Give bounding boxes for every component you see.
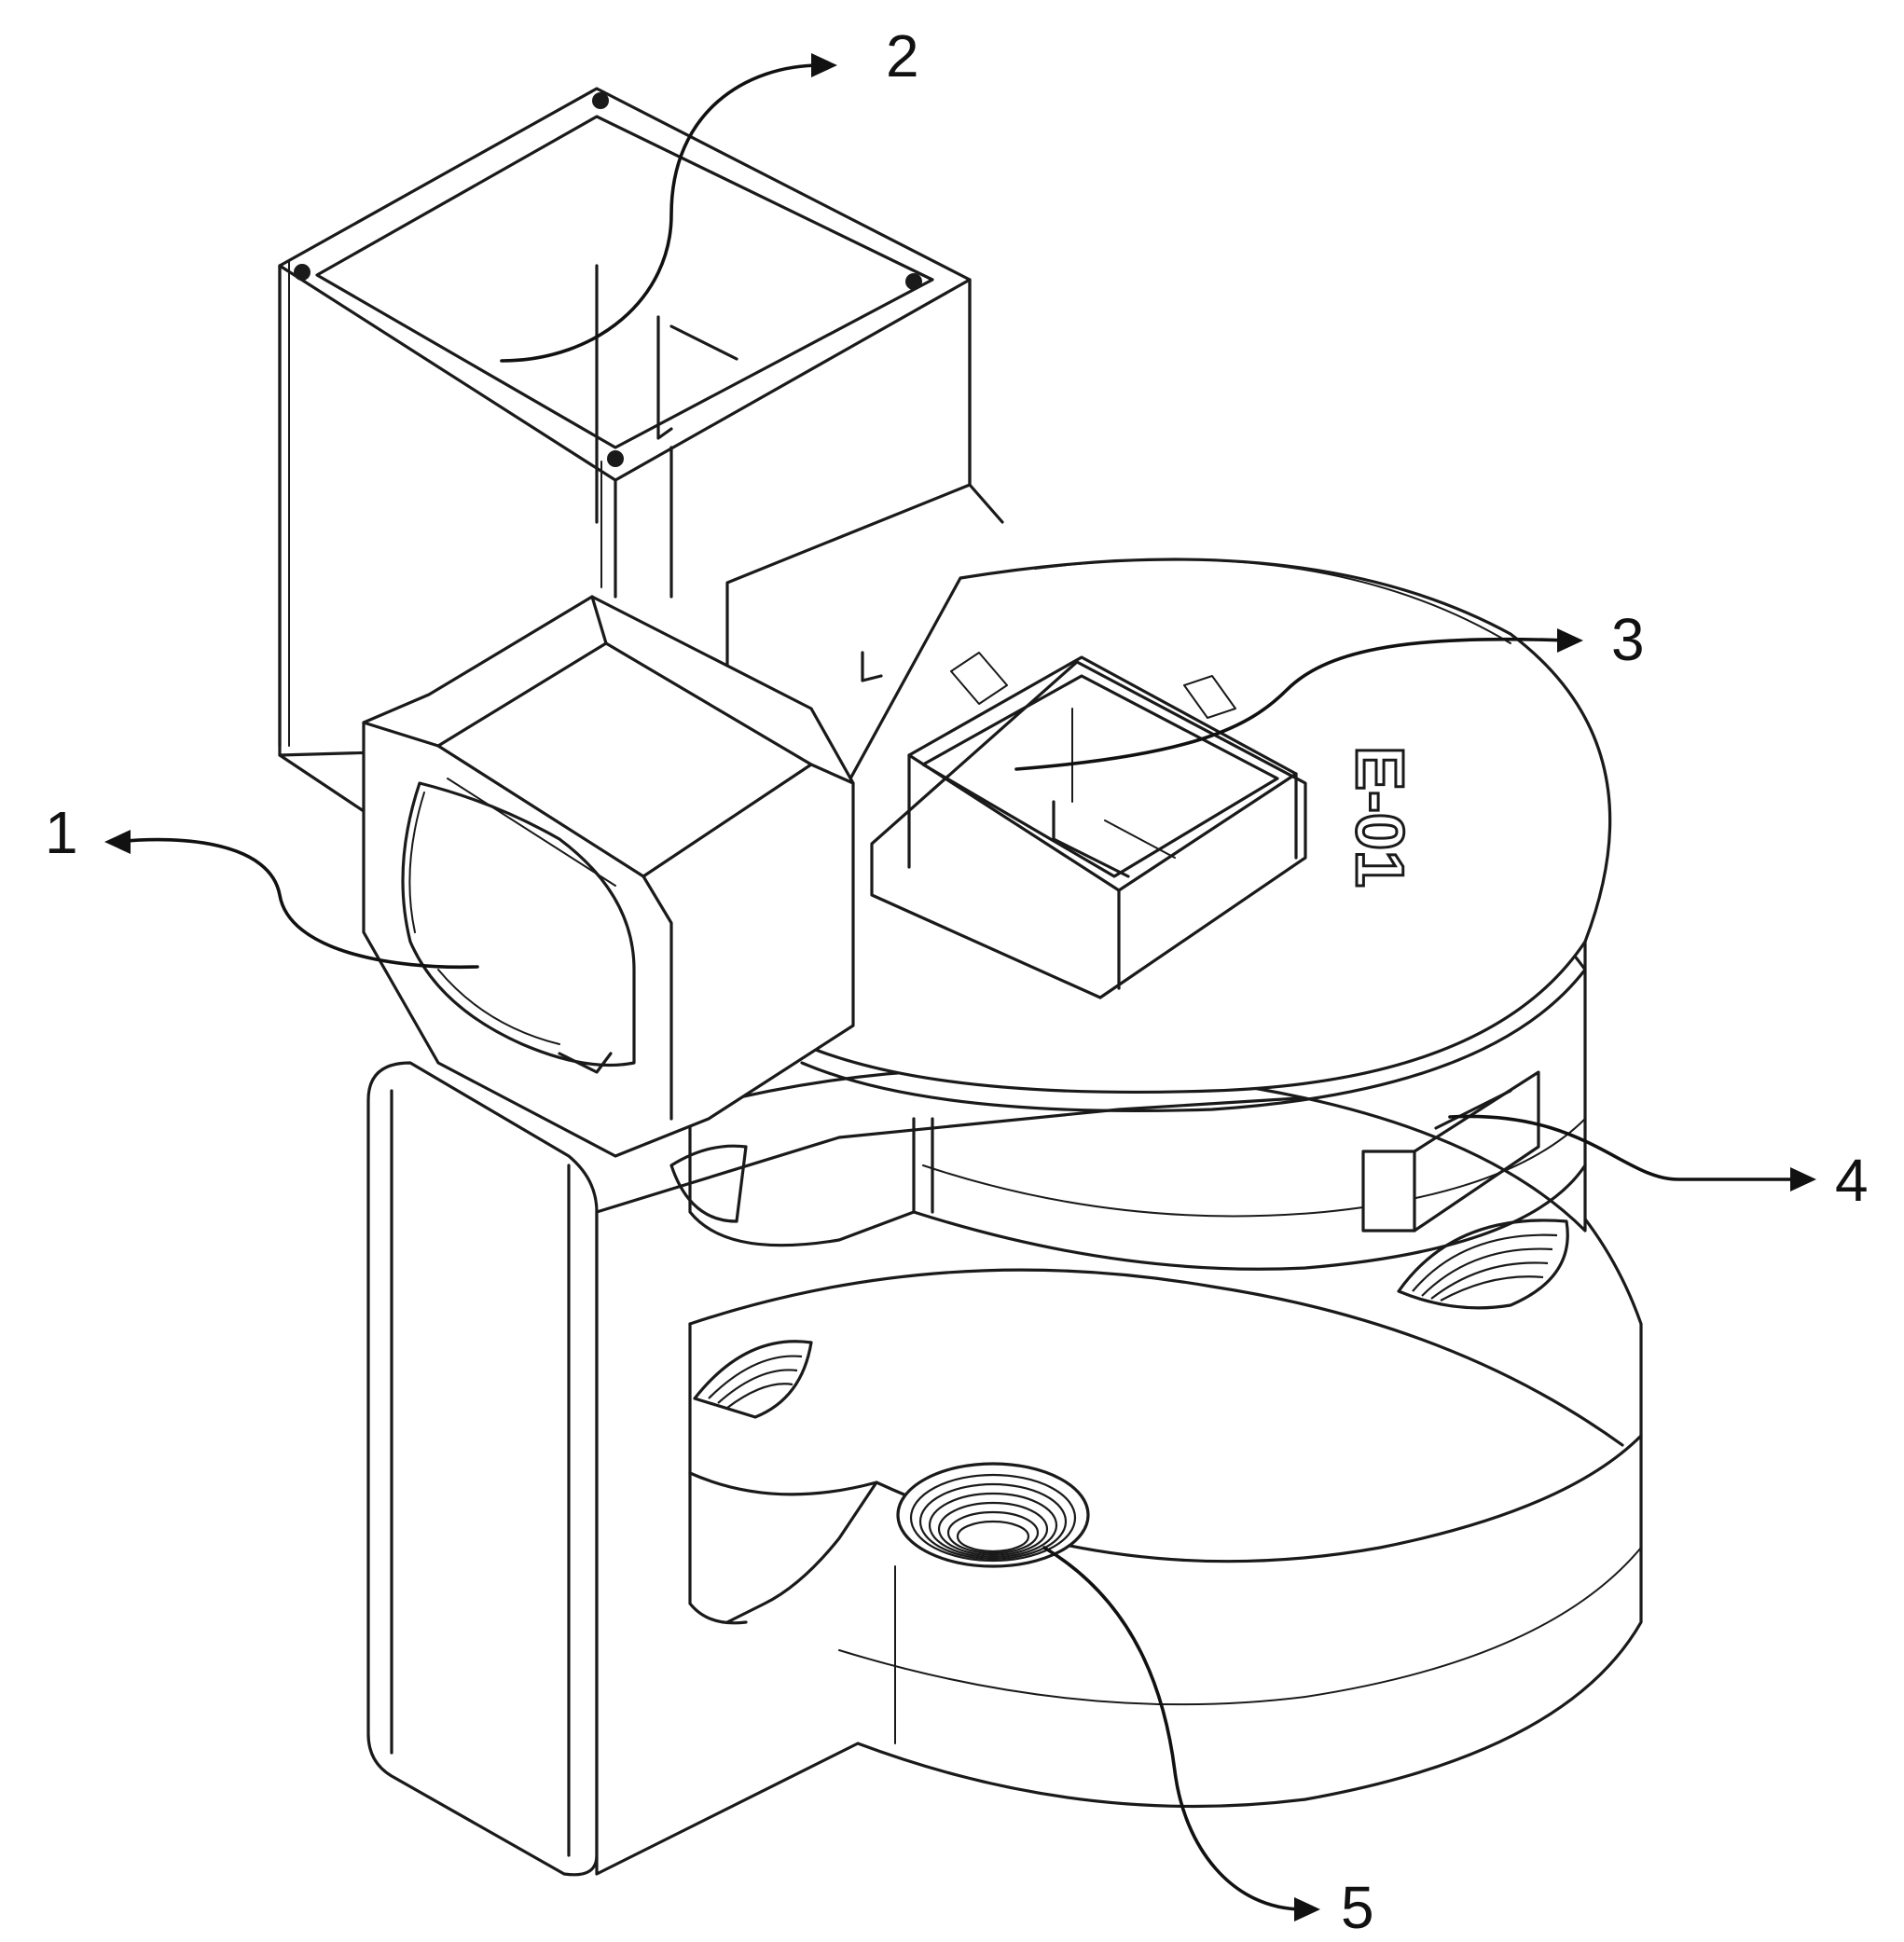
leader-line-1 (115, 837, 479, 970)
callout-label-4: 4 (1835, 1147, 1869, 1214)
arrowhead-3 (1557, 628, 1583, 653)
screw-hole (905, 273, 922, 290)
side-slot (1361, 1150, 1416, 1233)
square-socket (870, 655, 1307, 999)
callout-label-2: 2 (886, 22, 919, 90)
threaded-hole-left (693, 1340, 813, 1419)
threaded-hole-right (1397, 1219, 1569, 1310)
callout-labels: 1 2 3 4 5 (45, 22, 1869, 1941)
screw-hole (607, 450, 624, 467)
arrowhead-2 (811, 53, 837, 77)
callout-label-5: 5 (1341, 1874, 1374, 1941)
hex-block (362, 595, 855, 1158)
threaded-hole-front (896, 1462, 1090, 1568)
leader-line-4 (1448, 1114, 1801, 1181)
screw-hole (592, 92, 609, 109)
leader-line-3 (1014, 637, 1568, 771)
engraved-marking: E-01 (1341, 745, 1418, 889)
callout-label-3: 3 (1611, 606, 1645, 673)
callout-label-1: 1 (45, 799, 78, 866)
screw-hole (294, 264, 310, 281)
lower-body (366, 1061, 1643, 1877)
leader-line-2 (500, 63, 822, 363)
callout-leaders (104, 53, 1816, 1921)
leader-line-5 (1042, 1546, 1305, 1911)
arrowhead-4 (1790, 1167, 1816, 1191)
arrowhead-5 (1294, 1897, 1320, 1921)
arrowhead-1 (104, 830, 131, 854)
engraved-text: E-01 (1342, 746, 1416, 888)
